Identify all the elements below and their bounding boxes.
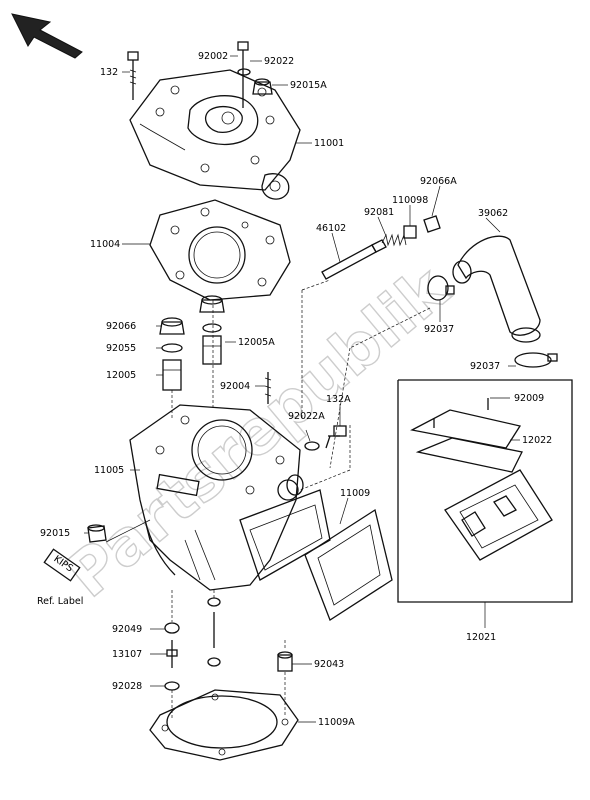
label-92066: 92066 (106, 321, 136, 332)
label-12005: 12005 (106, 370, 136, 381)
nut-92066[interactable] (159, 317, 185, 335)
label-12021: 12021 (466, 632, 496, 643)
label-92015: 92015 (40, 528, 70, 539)
label-92015A: 92015A (290, 80, 327, 91)
label-11009: 11009 (340, 488, 370, 499)
label-132A: 132A (326, 394, 351, 405)
hose-39062[interactable] (452, 235, 541, 343)
cap-nut-92015[interactable] (87, 524, 107, 543)
label-39062: 39062 (478, 208, 508, 219)
label-92028: 92028 (112, 681, 142, 692)
cap-nut-92015A[interactable] (252, 78, 273, 95)
label-92009: 92009 (514, 393, 544, 404)
label-92004: 92004 (220, 381, 250, 392)
label-92002: 92002 (198, 51, 228, 62)
label-12005A: 12005A (238, 337, 275, 348)
label-92055: 92055 (106, 343, 136, 354)
fitting-12005[interactable] (162, 359, 182, 391)
label-92043: 92043 (314, 659, 344, 670)
bolt-132[interactable] (127, 51, 139, 100)
label-110098: 110098 (392, 195, 428, 206)
label-132: 132 (100, 67, 118, 78)
leader-lines (84, 55, 520, 723)
head-gasket-11004[interactable] (149, 199, 291, 301)
washer-92028[interactable] (164, 681, 180, 691)
base-gasket-11009A[interactable] (149, 689, 299, 761)
stud-92004[interactable] (264, 372, 272, 404)
cylinder-11005[interactable] (129, 404, 331, 591)
clamp-92037-lower[interactable] (514, 352, 558, 368)
rod-46102[interactable] (321, 239, 387, 280)
label-92066A: 92066A (420, 176, 457, 187)
ref-label-caption: Ref. Label (37, 596, 83, 607)
bolt-132A[interactable] (325, 425, 347, 449)
label-11004: 11004 (90, 239, 120, 250)
washer-92022A[interactable] (304, 441, 320, 451)
bolt-92002[interactable] (237, 41, 249, 108)
nut-92049[interactable] (164, 622, 180, 634)
oring-92055[interactable] (161, 343, 183, 353)
cap-110098[interactable] (403, 225, 417, 239)
bolt-13107[interactable] (166, 640, 178, 668)
cylinder-head[interactable] (129, 69, 301, 200)
nut-12005-stack[interactable] (199, 295, 225, 333)
washer-92022[interactable] (237, 68, 251, 76)
watermark-text: Partsrepublik (53, 251, 463, 611)
label-46102: 46102 (316, 223, 346, 234)
label-11009A: 11009A (318, 717, 355, 728)
spring-92081[interactable] (381, 233, 407, 247)
label-92022: 92022 (264, 56, 294, 67)
label-11001: 11001 (314, 138, 344, 149)
reed-valve-12022[interactable] (410, 398, 523, 473)
reed-block[interactable] (444, 469, 553, 561)
label-92049: 92049 (112, 624, 142, 635)
label-92037-upper: 92037 (424, 324, 454, 335)
label-92037-lower: 92037 (470, 361, 500, 372)
label-92022A: 92022A (288, 411, 325, 422)
label-92081: 92081 (364, 207, 394, 218)
label-11005: 11005 (94, 465, 124, 476)
dowel-92043[interactable] (277, 651, 293, 672)
label-13107: 13107 (112, 649, 142, 660)
fitting-12005A[interactable] (202, 335, 222, 365)
gasket-11009[interactable] (304, 508, 393, 621)
clamp-92037-upper[interactable] (427, 275, 455, 301)
nut-92066A[interactable] (423, 215, 441, 233)
ref-label-badge (43, 548, 81, 582)
front-arrow-icon (11, 13, 83, 59)
reed-valve-box-12021[interactable] (397, 379, 573, 603)
label-12022: 12022 (522, 435, 552, 446)
stud-center[interactable] (207, 597, 221, 667)
